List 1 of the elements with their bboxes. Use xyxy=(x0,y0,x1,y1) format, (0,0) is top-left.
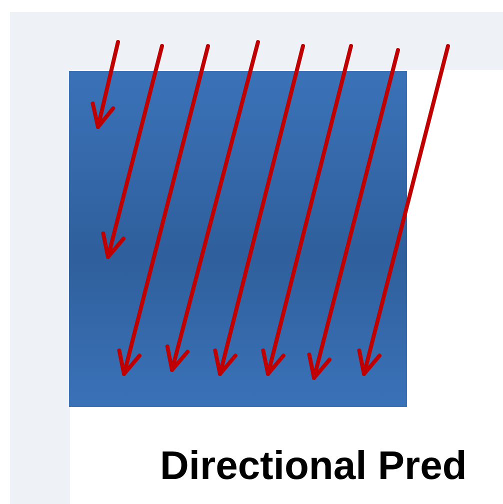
heading-text: Directional Pred xyxy=(160,443,467,490)
